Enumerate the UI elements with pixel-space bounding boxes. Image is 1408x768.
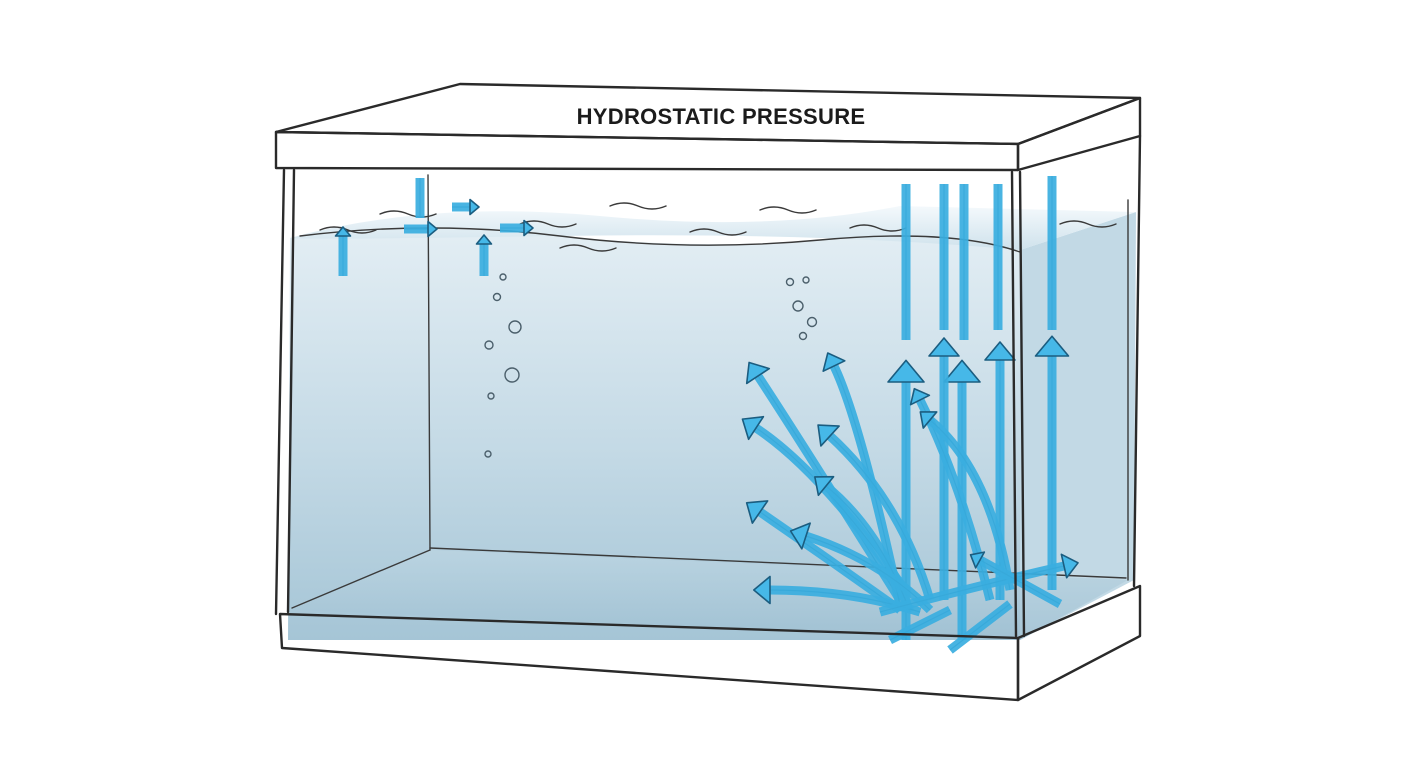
pressure-arrow-icon xyxy=(1034,335,1070,590)
bubble-icon xyxy=(487,392,495,400)
pressure-arrows xyxy=(334,176,1079,654)
bubble-icon xyxy=(508,320,522,334)
bubble-icon xyxy=(499,273,507,281)
bubble-icon xyxy=(785,277,795,287)
bubble-icon xyxy=(484,450,492,458)
pressure-arrow-icon xyxy=(947,600,1013,654)
pressure-arrow-icon xyxy=(404,220,438,238)
bubble-icon xyxy=(806,316,818,328)
tank-base xyxy=(278,584,1142,702)
pressure-arrow-icon xyxy=(475,234,493,276)
bubble-icon xyxy=(504,367,520,383)
pressure-arrow-icon xyxy=(452,198,480,216)
pressure-arrow-icon xyxy=(817,424,935,602)
pressure-arrow-icon xyxy=(814,475,915,614)
bubbles xyxy=(484,273,818,458)
tank-front-walls xyxy=(274,134,1142,638)
pressure-arrow-icon xyxy=(928,337,960,600)
pressure-arrow-icon xyxy=(969,551,1063,608)
bubble-icon xyxy=(484,340,494,350)
pressure-arrow-icon xyxy=(334,226,352,276)
bubble-icon xyxy=(798,331,808,341)
diagram-title: HYDROSTATIC PRESSURE xyxy=(577,104,866,129)
pressure-arrow-icon xyxy=(745,361,904,603)
pressure-arrow-icon xyxy=(878,553,1079,617)
bubble-icon xyxy=(802,276,810,284)
bubble-icon xyxy=(792,300,804,312)
pressure-arrow-icon xyxy=(500,219,534,237)
pressure-arrow-icon xyxy=(919,411,1015,591)
bubble-icon xyxy=(492,292,502,302)
